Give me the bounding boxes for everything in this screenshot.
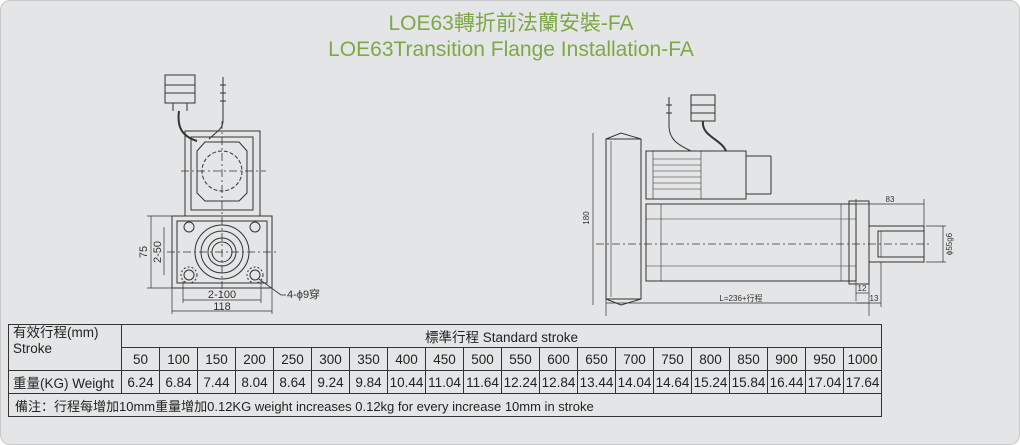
side-actuator-body: [645, 203, 857, 282]
dim-75: 75: [138, 246, 150, 258]
weight-cell: 12.84: [539, 370, 578, 394]
side-flange: [605, 138, 642, 300]
weight-cell: 17.64: [843, 370, 882, 394]
stroke-cell: 850: [729, 347, 768, 371]
stroke-cell: 350: [349, 347, 388, 371]
dim-length: L=236+行程: [719, 293, 762, 303]
header-row: 有效行程(mm) Stroke 標準行程 Standard stroke: [8, 324, 882, 371]
stroke-cell: 100: [159, 347, 198, 371]
weight-cell: 12.24: [501, 370, 540, 394]
weight-cell: 11.04: [425, 370, 464, 394]
dim-83: 83: [886, 195, 895, 204]
dim-phi55: ϕ55g6: [945, 232, 954, 255]
stroke-cell: 800: [691, 347, 730, 371]
stroke-cell: 1000: [843, 347, 882, 371]
stroke-cell: 300: [311, 347, 350, 371]
stroke-cell: 250: [273, 347, 312, 371]
title-chinese: LOE63轉折前法蘭安裝-FA: [388, 12, 634, 35]
stroke-cell: 700: [615, 347, 654, 371]
dim-12: 12: [858, 284, 867, 293]
connector-block: [164, 74, 196, 104]
note-row: 備注：行程每增加10mm重量增加0.12KG weight increases …: [8, 393, 882, 417]
weight-cell: 8.04: [235, 370, 274, 394]
weight-cell: 7.44: [197, 370, 236, 394]
weight-cell: 13.44: [577, 370, 616, 394]
dim-2-50: 2-50: [152, 241, 164, 263]
weight-cell: 11.64: [463, 370, 502, 394]
title-english: LOE63Transition Flange Installation-FA: [328, 38, 694, 61]
stroke-cell: 650: [577, 347, 616, 371]
dim-118: 118: [213, 301, 231, 313]
weight-cell: 17.04: [805, 370, 844, 394]
stroke-header-cn: 有效行程(mm): [13, 325, 99, 340]
stroke-cell: 750: [653, 347, 692, 371]
dim-hole: 4-ϕ9穿: [287, 287, 320, 301]
stroke-cell: 500: [463, 347, 502, 371]
stroke-cell: 450: [425, 347, 464, 371]
weight-label: 重量(KG) Weight: [8, 370, 122, 394]
stroke-cell: 200: [235, 347, 274, 371]
weight-cell: 14.64: [653, 370, 692, 394]
standard-stroke-label: 標準行程 Standard stroke: [121, 324, 882, 348]
stroke-header-en: Stroke: [13, 341, 53, 356]
weight-cell: 10.44: [387, 370, 426, 394]
stroke-cell: 950: [805, 347, 844, 371]
side-motor: [645, 150, 747, 200]
weight-cell: 9.84: [349, 370, 388, 394]
technical-drawing: 2-100 118 75 2-50 4-ϕ9穿 83 180 ϕ55g6 L=2…: [138, 74, 954, 316]
note-text: 備注：行程每增加10mm重量增加0.12KG weight increases …: [8, 393, 882, 417]
weight-cell: 15.84: [729, 370, 768, 394]
weight-cell: 6.84: [159, 370, 198, 394]
stroke-cell: 400: [387, 347, 426, 371]
weight-cell: 14.04: [615, 370, 654, 394]
dim-2-100: 2-100: [208, 289, 236, 301]
weight-cell: 6.24: [121, 370, 160, 394]
stroke-cell: 550: [501, 347, 540, 371]
dim-13: 13: [870, 294, 879, 303]
stroke-cell: 150: [197, 347, 236, 371]
stroke-cell: 900: [767, 347, 806, 371]
dim-180: 180: [582, 211, 591, 225]
weight-cell: 8.64: [273, 370, 312, 394]
motor-plate: [184, 130, 261, 217]
stroke-header: 有效行程(mm) Stroke: [8, 324, 122, 371]
stroke-cell: 50: [121, 347, 160, 371]
weight-cell: 9.24: [311, 370, 350, 394]
weight-cell: 15.24: [691, 370, 730, 394]
stroke-cell: 600: [539, 347, 578, 371]
weight-cell: 16.44: [767, 370, 806, 394]
